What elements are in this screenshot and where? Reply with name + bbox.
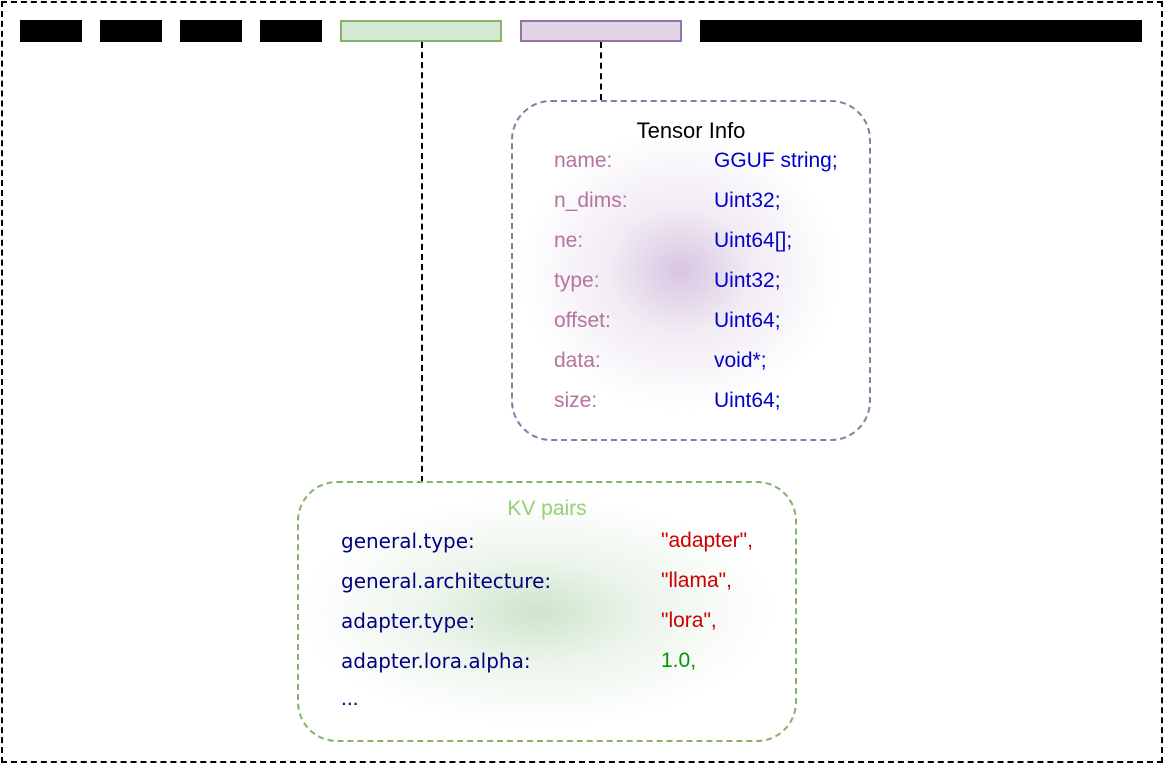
header-block-1 [20, 20, 82, 42]
tensor-field-row: ne: Uint64[]; [513, 229, 869, 259]
tensor-connector-line [600, 42, 602, 100]
kv-entry-row: general.architecture: "llama", [299, 569, 795, 599]
field-key: n_dims: [554, 189, 628, 212]
tensor-field-row: n_dims: Uint32; [513, 189, 869, 219]
tensor-field-row: size: Uint64; [513, 389, 869, 419]
kv-pairs-panel: KV pairs general.type: "adapter", genera… [297, 481, 797, 742]
field-value: Uint64; [714, 309, 781, 332]
kv-entry-row: adapter.type: "lora", [299, 609, 795, 639]
kv-value: "lora", [661, 609, 717, 632]
kv-value: 1.0, [661, 649, 697, 672]
tensor-field-row: data: void*; [513, 349, 869, 379]
kv-key: adapter.lora.alpha: [341, 649, 531, 673]
field-value: Uint32; [714, 269, 781, 292]
field-value: void*; [714, 349, 767, 372]
tensor-field-row: offset: Uint64; [513, 309, 869, 339]
tensor-field-row: type: Uint32; [513, 269, 869, 299]
kv-key: general.type: [341, 529, 475, 553]
kv-connector-line [421, 42, 423, 482]
field-value: Uint64[]; [714, 229, 793, 252]
data-section-block [700, 20, 1142, 42]
field-key: offset: [554, 309, 611, 332]
tensor-section-block [520, 20, 682, 42]
kv-value: "adapter", [661, 529, 753, 552]
tensor-info-panel: Tensor Info name: GGUF string; n_dims: U… [511, 100, 871, 441]
kv-section-block [340, 20, 502, 42]
kv-key: adapter.type: [341, 609, 476, 633]
field-value: Uint64; [714, 389, 781, 412]
field-key: name: [554, 149, 613, 172]
kv-ellipsis: ... [341, 687, 359, 710]
kv-pairs-title: KV pairs [507, 497, 587, 520]
header-block-2 [100, 20, 162, 42]
field-key: size: [554, 389, 598, 412]
field-key: data: [554, 349, 601, 372]
field-value: Uint32; [714, 189, 781, 212]
field-key: type: [554, 269, 600, 292]
kv-key: general.architecture: [341, 569, 552, 593]
field-key: ne: [554, 229, 584, 252]
kv-entry-row: adapter.lora.alpha: 1.0, [299, 649, 795, 679]
header-block-4 [260, 20, 322, 42]
field-value: GGUF string; [714, 149, 838, 172]
tensor-info-title: Tensor Info [636, 118, 746, 143]
header-block-3 [180, 20, 242, 42]
tensor-field-row: name: GGUF string; [513, 149, 869, 179]
kv-value: "llama", [661, 569, 732, 592]
kv-entry-row: general.type: "adapter", [299, 529, 795, 559]
